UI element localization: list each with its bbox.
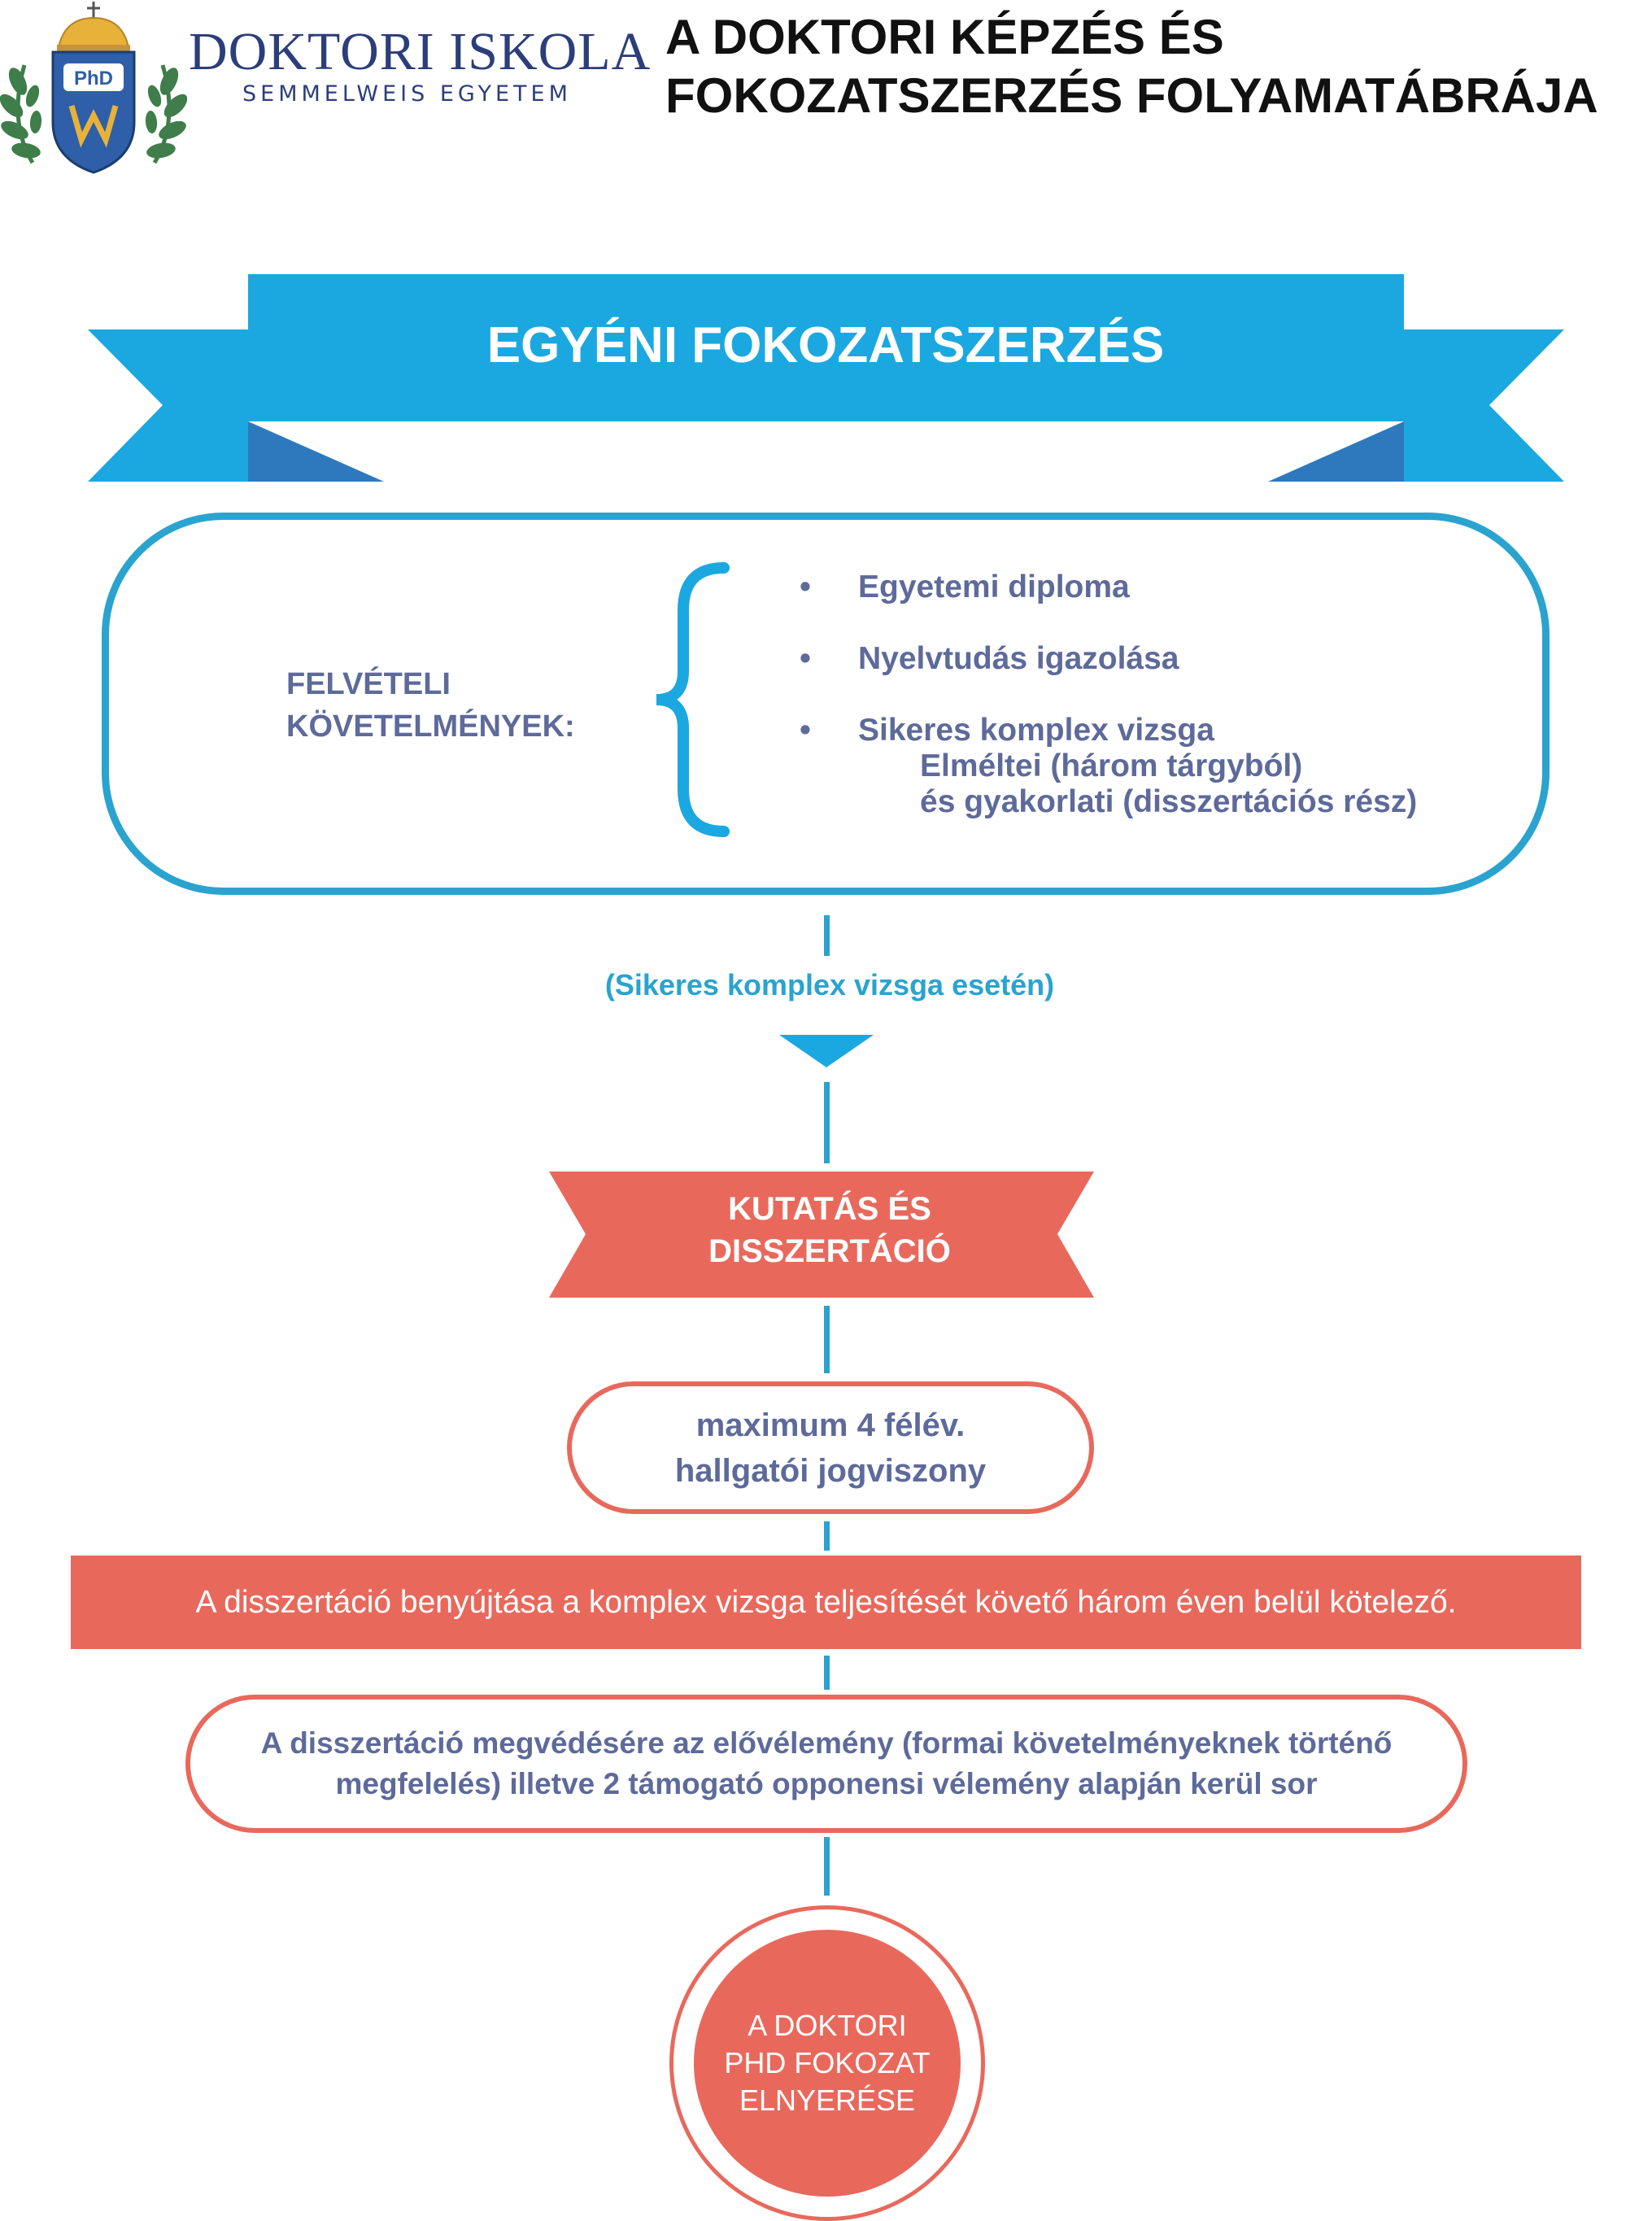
bullet-icon: • bbox=[800, 641, 811, 676]
semester-line-2: hallgatói jogviszony bbox=[674, 1452, 987, 1489]
ribbon-right-fold bbox=[1268, 421, 1404, 482]
connector-line bbox=[824, 1306, 830, 1373]
list-item: • Sikeres komplex vizsga Elméltei (három… bbox=[793, 713, 1525, 820]
research-line-2: DISSZERTÁCIÓ bbox=[708, 1233, 951, 1269]
page-title-line-1: A DOKTORI KÉPZÉS ÉS bbox=[665, 10, 1224, 64]
logo-subtitle: SEMMELWEIS EGYETEM bbox=[242, 81, 572, 107]
requirements-list: • Egyetemi diploma • Nyelvtudás igazolás… bbox=[793, 569, 1525, 856]
research-banner-text: KUTATÁS ÉS DISSZERTÁCIÓ bbox=[586, 1188, 1074, 1272]
research-banner bbox=[549, 1172, 1094, 1298]
requirements-box bbox=[102, 513, 1550, 895]
ribbon-left-fold bbox=[248, 421, 384, 482]
ribbon-title: EGYÉNI FOKOZATSZERZÉS bbox=[486, 317, 1165, 373]
laurel-left-icon bbox=[0, 64, 42, 164]
connector-line bbox=[824, 1082, 830, 1163]
doktori-iskola-logo: PhD bbox=[0, 2, 187, 174]
semester-box: maximum 4 félév. hallgatói jogviszony bbox=[567, 1381, 1094, 1514]
requirement-text: Egyetemi diploma bbox=[858, 569, 1130, 604]
submission-notice: A disszertáció benyújtása a komplex vizs… bbox=[71, 1556, 1581, 1649]
crown-icon bbox=[57, 2, 130, 52]
ribbon-center bbox=[248, 274, 1404, 421]
condition-label: (Sikeres komplex vizsga esetén) bbox=[604, 968, 1055, 1001]
semester-line-1: maximum 4 félév. bbox=[695, 1407, 965, 1443]
ribbon-right-tail bbox=[1404, 329, 1564, 482]
defense-line-2: megfelelés) illetve 2 támogató opponensi… bbox=[335, 1767, 1318, 1800]
requirements-label-line-2: KÖVETELMÉNYEK: bbox=[286, 709, 575, 744]
result-line-1: A DOKTORI bbox=[748, 2009, 907, 2042]
defense-box: A disszertáció megvédésére az elővélemén… bbox=[185, 1695, 1467, 1833]
bullet-icon: • bbox=[800, 713, 811, 748]
connector-line bbox=[824, 1656, 830, 1690]
logo-title: DOKTORI ISKOLA bbox=[189, 22, 652, 81]
research-line-1: KUTATÁS ÉS bbox=[728, 1191, 931, 1227]
requirement-text: Sikeres komplex vizsga bbox=[858, 713, 1214, 748]
page-title-line-2: FOKOZATSZERZÉS FOLYAMATÁBRÁJA bbox=[665, 68, 1598, 123]
arrow-down-icon bbox=[779, 1035, 874, 1067]
curly-brace-icon bbox=[656, 562, 730, 837]
requirement-subtext: Elméltei (három tárgyból) bbox=[920, 748, 1303, 783]
list-item: • Egyetemi diploma bbox=[793, 569, 1525, 605]
list-item: • Nyelvtudás igazolása bbox=[793, 641, 1525, 677]
requirement-subtext: és gyakorlati (disszertációs rész) bbox=[920, 784, 1418, 819]
page-title: A DOKTORI KÉPZÉS ÉS FOKOZATSZERZÉS FOLYA… bbox=[665, 8, 1652, 125]
bullet-icon: • bbox=[800, 569, 811, 604]
connector-line bbox=[824, 915, 830, 956]
result-line-3: ELNYERÉSE bbox=[739, 2084, 916, 2117]
defense-line-1: A disszertáció megvédésére az elővélemén… bbox=[260, 1726, 1393, 1760]
result-line-2: PHD FOKOZAT bbox=[724, 2046, 931, 2079]
ribbon-left-tail bbox=[88, 329, 248, 482]
ribbon-banner bbox=[88, 274, 1564, 482]
logo-badge-text: PhD bbox=[74, 68, 113, 89]
requirement-text: Nyelvtudás igazolása bbox=[858, 641, 1179, 676]
result-circle: A DOKTORI PHD FOKOZAT ELNYERÉSE bbox=[694, 1930, 961, 2197]
connector-line bbox=[824, 1521, 830, 1551]
laurel-right-icon bbox=[145, 64, 187, 164]
requirements-label-line-1: FELVÉTELI bbox=[286, 667, 451, 701]
requirements-label: FELVÉTELI KÖVETELMÉNYEK: bbox=[286, 663, 628, 748]
connector-line bbox=[824, 1837, 830, 1896]
